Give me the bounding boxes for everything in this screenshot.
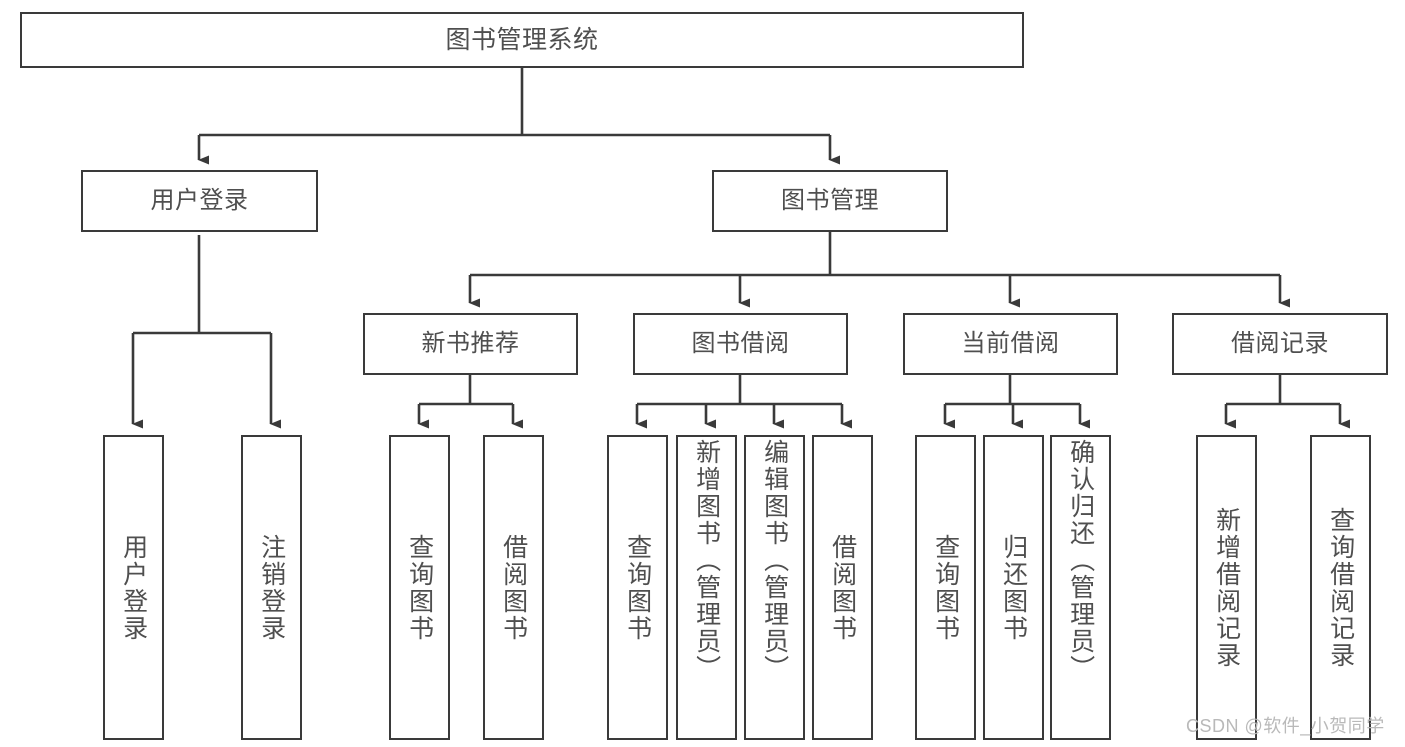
node-root-book-management-system[interactable]: 图书管理系统 <box>20 12 1024 68</box>
node-label: 借阅图书 <box>828 533 857 642</box>
node-label: 图书管理系统 <box>445 26 599 54</box>
node-label: 借阅记录 <box>1231 329 1329 357</box>
node-label: 图书管理 <box>781 186 879 214</box>
leaf-confirm-return-admin[interactable]: 确认归还（管理员） <box>1050 435 1111 740</box>
node-label: 查询图书 <box>405 533 434 642</box>
csdn-watermark: CSDN @软件_小贺同学 <box>1186 716 1385 736</box>
node-label: 确认归还（管理员） <box>1066 439 1095 682</box>
leaf-query-book-new-book[interactable]: 查询图书 <box>389 435 450 740</box>
leaf-add-borrow-record[interactable]: 新增借阅记录 <box>1196 435 1257 740</box>
node-new-book-recommendation[interactable]: 新书推荐 <box>363 313 578 375</box>
leaf-query-book-borrow[interactable]: 查询图书 <box>607 435 668 740</box>
node-label: 归还图书 <box>999 533 1028 642</box>
node-label: 图书借阅 <box>691 329 790 357</box>
node-book-borrow[interactable]: 图书借阅 <box>633 313 848 375</box>
leaf-borrow-book-new-book[interactable]: 借阅图书 <box>483 435 544 740</box>
leaf-query-book-current[interactable]: 查询图书 <box>915 435 976 740</box>
node-borrow-record[interactable]: 借阅记录 <box>1172 313 1388 375</box>
node-label: 查询图书 <box>931 533 960 642</box>
node-label: 编辑图书（管理员） <box>760 439 789 682</box>
node-user-login[interactable]: 用户登录 <box>81 170 318 232</box>
node-current-borrow[interactable]: 当前借阅 <box>903 313 1118 375</box>
node-label: 新书推荐 <box>421 329 520 357</box>
node-label: 查询图书 <box>623 533 652 642</box>
node-label: 新增图书（管理员） <box>692 439 721 682</box>
node-label: 查询借阅记录 <box>1326 506 1355 669</box>
node-label: 用户登录 <box>119 533 148 642</box>
leaf-query-borrow-record[interactable]: 查询借阅记录 <box>1310 435 1371 740</box>
node-book-management[interactable]: 图书管理 <box>712 170 948 232</box>
leaf-return-book[interactable]: 归还图书 <box>983 435 1044 740</box>
leaf-add-book-admin[interactable]: 新增图书（管理员） <box>676 435 737 740</box>
leaf-borrow-book-borrow[interactable]: 借阅图书 <box>812 435 873 740</box>
leaf-user-login[interactable]: 用户登录 <box>103 435 164 740</box>
node-label: 当前借阅 <box>961 329 1060 357</box>
leaf-edit-book-admin[interactable]: 编辑图书（管理员） <box>744 435 805 740</box>
leaf-logout[interactable]: 注销登录 <box>241 435 302 740</box>
node-label: 用户登录 <box>150 186 249 214</box>
node-label: 注销登录 <box>257 533 286 642</box>
node-label: 新增借阅记录 <box>1212 506 1241 669</box>
node-label: 借阅图书 <box>499 533 528 642</box>
